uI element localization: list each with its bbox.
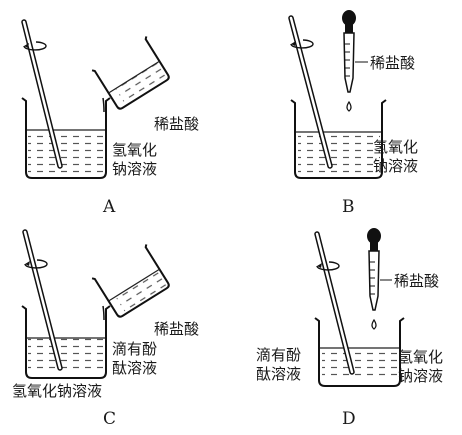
beaker-liquid-c (28, 338, 104, 372)
label-poured-reagent-a: 稀盐酸 (154, 115, 199, 133)
label-indicator-c-line1: 滴有酚 (112, 340, 157, 358)
label-beaker-reagent-d-line2: 钠溶液 (398, 367, 443, 385)
droplet-d (371, 318, 377, 330)
dropper-b (342, 10, 356, 93)
label-beaker-reagent-a-line2: 钠溶液 (112, 160, 157, 178)
panel-a: 稀盐酸 氢氧化 钠溶液 A (21, 19, 199, 217)
beaker-c (21, 305, 111, 379)
pouring-beaker-a (91, 36, 170, 110)
label-dropper-reagent-b: 稀盐酸 (370, 54, 415, 72)
label-indicator-d-line2: 酞溶液 (256, 365, 301, 383)
panel-d: 稀盐酸 滴有酚 酞溶液 氢氧化 钠溶液 D (256, 228, 443, 429)
beaker-liquid-b (298, 132, 380, 174)
label-beaker-reagent-c: 氢氧化钠溶液 (12, 382, 102, 400)
pour-stream-a (102, 97, 105, 113)
label-beaker-reagent-b-line2: 钠溶液 (373, 157, 418, 175)
pour-stream-c (102, 305, 105, 321)
stir-arrow-icon-b (290, 39, 314, 49)
option-label-c: C (103, 409, 116, 429)
stir-arrow-icon-a (23, 41, 47, 51)
droplet-b (346, 100, 352, 112)
panel-b: 稀盐酸 氢氧化 钠溶液 B (288, 10, 418, 217)
label-beaker-reagent-b-line1: 氢氧化 (373, 138, 418, 156)
label-dropper-reagent-d: 稀盐酸 (394, 272, 439, 290)
option-label-b: B (342, 197, 355, 217)
panel-c: 稀盐酸 滴有酚 酞溶液 氢氧化钠溶液 C (12, 229, 199, 429)
label-poured-reagent-c: 稀盐酸 (154, 320, 199, 338)
label-beaker-reagent-d-line1: 氢氧化 (398, 348, 443, 366)
dropper-d (367, 228, 381, 311)
option-label-a: A (102, 197, 116, 217)
beaker-liquid-a (28, 130, 104, 174)
beaker-b (290, 99, 387, 179)
pouring-beaker-c (91, 244, 170, 318)
option-label-d: D (342, 409, 356, 429)
stir-arrow-icon-c (24, 259, 48, 269)
label-indicator-c-line2: 酞溶液 (112, 359, 157, 377)
label-indicator-d-line1: 滴有酚 (256, 346, 301, 364)
beaker-a (21, 97, 111, 179)
label-beaker-reagent-a-line1: 氢氧化 (112, 141, 157, 159)
beaker-d (314, 317, 405, 387)
stir-arrow-icon-d (316, 261, 340, 271)
beaker-liquid-d (322, 348, 398, 380)
